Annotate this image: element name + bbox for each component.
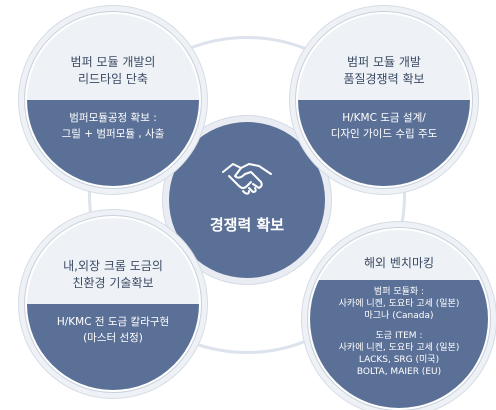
node-leadtime-content: 범퍼모듈공정 확보 : 그릴 + 범퍼모듈 , 사출 bbox=[27, 100, 199, 186]
node-eco-tech-header: 내,외장 크롬 도금의 친환경 기술확보 bbox=[27, 218, 199, 304]
node-benchmarking: 해외 벤치마킹 범퍼 모듈화 : 사카에 니켄, 도요타 고세 (일본) 마그나… bbox=[308, 228, 490, 410]
node-eco-tech-body: H/KMC 전 도금 칼라구현 (마스터 선정) bbox=[56, 316, 170, 344]
section-body-bumper: 사카에 니켄, 도요타 고세 (일본) 마그나 (Canada) bbox=[338, 299, 460, 321]
node-quality-content: H/KMC 도금 설계/ 디자인 가이드 수립 주도 bbox=[298, 100, 470, 186]
node-eco-tech: 내,외장 크롬 도금의 친환경 기술확보 H/KMC 전 도금 칼라구현 (마스… bbox=[25, 216, 201, 392]
node-benchmarking-header: 해외 벤치마킹 bbox=[310, 230, 488, 280]
node-leadtime-body: 범퍼모듈공정 확보 : 그릴 + 범퍼모듈 , 사출 bbox=[61, 112, 165, 140]
node-eco-tech-title: 내,외장 크롬 도금의 친환경 기술확보 bbox=[63, 259, 163, 290]
node-leadtime-title: 범퍼 모듈 개발의 리드타임 단축 bbox=[70, 55, 156, 86]
node-eco-tech-content: H/KMC 전 도금 칼라구현 (마스터 선정) bbox=[27, 304, 199, 390]
node-quality-title: 범퍼 모듈 개발 품질경쟁력 확보 bbox=[343, 55, 425, 86]
node-leadtime-header: 범퍼 모듈 개발의 리드타임 단축 bbox=[27, 14, 199, 100]
center-title: 경쟁력 확보 bbox=[209, 216, 285, 234]
node-benchmarking-content: 범퍼 모듈화 : 사카에 니켄, 도요타 고세 (일본) 마그나 (Canada… bbox=[310, 280, 488, 408]
connector-ring bbox=[88, 36, 406, 354]
section-head-bumper: 범퍼 모듈화 : bbox=[373, 287, 425, 297]
node-quality-body: H/KMC 도금 설계/ 디자인 가이드 수립 주도 bbox=[330, 112, 438, 140]
node-benchmarking-title: 해외 벤치마킹 bbox=[363, 256, 435, 270]
node-quality-header: 범퍼 모듈 개발 품질경쟁력 확보 bbox=[298, 14, 470, 100]
section-body-plating: 사카에 니켄, 도요타 고세 (일본) LACKS, SRG (미국) BOLT… bbox=[338, 343, 460, 377]
section-head-plating: 도금 ITEM : bbox=[375, 331, 423, 341]
node-leadtime: 범퍼 모듈 개발의 리드타임 단축 범퍼모듈공정 확보 : 그릴 + 범퍼모듈 … bbox=[25, 12, 201, 188]
node-quality: 범퍼 모듈 개발 품질경쟁력 확보 H/KMC 도금 설계/ 디자인 가이드 수… bbox=[296, 12, 472, 188]
handshake-icon bbox=[222, 163, 272, 195]
